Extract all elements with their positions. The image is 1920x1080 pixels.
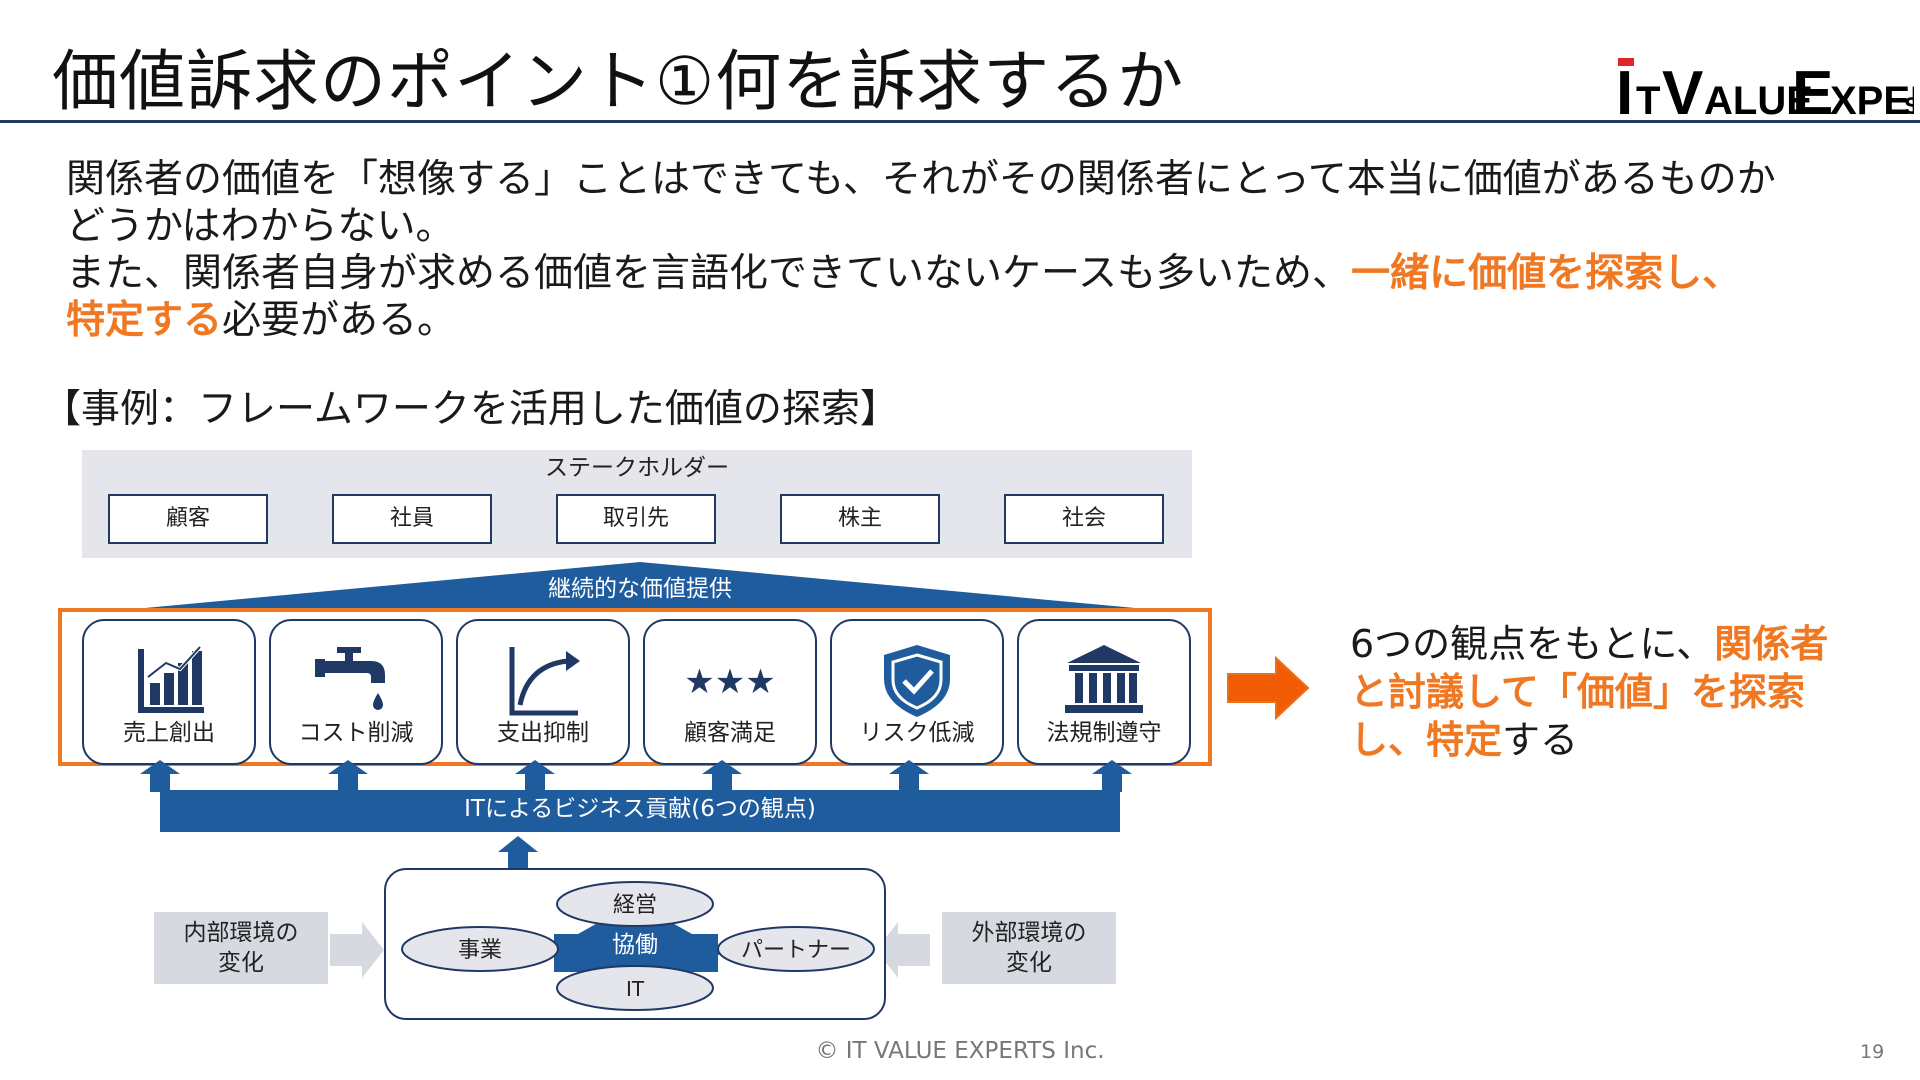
perspective-card: 売上創出 xyxy=(82,619,256,765)
svg-text:ALUE: ALUE xyxy=(1704,79,1813,122)
title-divider xyxy=(0,120,1920,123)
copyright-footer: © IT VALUE EXPERTS Inc. xyxy=(815,1038,1105,1064)
environment-arrows xyxy=(330,922,930,978)
intro-line-4: 特定する必要がある。 xyxy=(66,297,456,344)
bar-chart-icon xyxy=(138,645,204,713)
shield-check-icon xyxy=(884,645,950,717)
stakeholder-title: ステークホルダー xyxy=(545,455,729,481)
intro-line-1: 関係者の価値を「想像する」ことはできても、それがその関係者にとって本当に価値があ… xyxy=(66,157,1776,202)
svg-text:S: S xyxy=(1904,93,1914,120)
hub-center-label: 協働 xyxy=(612,932,658,958)
stars-icon: ★★★ xyxy=(684,662,775,702)
internal-environment-box: 内部環境の変化 xyxy=(154,912,328,984)
perspective-label: 支出抑制 xyxy=(497,720,589,746)
conclusion-highlight-3: し、特定 xyxy=(1350,718,1503,762)
perspective-label: 売上創出 xyxy=(123,720,215,746)
stakeholder-box: 株主 xyxy=(780,494,940,544)
stakeholder-box: 社員 xyxy=(332,494,492,544)
external-env-line-1: 外部環境の xyxy=(971,920,1087,946)
perspective-label: リスク低減 xyxy=(859,720,975,746)
perspective-label: 顧客満足 xyxy=(684,720,776,746)
conclusion-highlight-1: 関係者 xyxy=(1714,622,1829,666)
roof-label: 継続的な価値提供 xyxy=(548,576,732,602)
curve-arrow-icon xyxy=(509,647,580,716)
stakeholder-box: 社会 xyxy=(1004,494,1164,544)
conclusion-highlight-2: と討議して「価値」を探索 xyxy=(1350,670,1805,714)
hub-bottom-label: IT xyxy=(626,977,645,1001)
conclusion-line-3-text: する xyxy=(1502,718,1579,762)
perspective-card: 法規制遵守 xyxy=(1017,619,1191,765)
intro-line-4-text: 必要がある。 xyxy=(222,298,457,343)
hub-top-label: 経営 xyxy=(613,893,657,918)
intro-highlight-identify: 特定する xyxy=(66,298,223,343)
svg-text:T: T xyxy=(1636,79,1660,122)
company-logo: I T V ALUE E XPERT S xyxy=(1616,58,1914,122)
stakeholder-box: 取引先 xyxy=(556,494,716,544)
contribution-label: ITによるビジネス貢献(6つの観点) xyxy=(464,796,816,822)
bank-icon xyxy=(1065,645,1143,713)
perspective-card: 支出抑制 xyxy=(456,619,630,765)
conclusion-text: 6つの観点をもとに、関係者 と討議して「価値」を探索 し、特定する xyxy=(1350,620,1828,764)
perspective-label: 法規制遵守 xyxy=(1046,720,1162,746)
external-environment-box: 外部環境の変化 xyxy=(942,912,1116,984)
perspectives-frame xyxy=(58,608,1212,766)
conclusion-line-1-text: 6つの観点をもとに、 xyxy=(1350,622,1715,666)
faucet-icon xyxy=(315,647,385,710)
perspective-card: リスク低減 xyxy=(830,619,1004,765)
intro-line-3-text: また、関係者自身が求める価値を言語化できていないケースも多いため、 xyxy=(66,251,1352,296)
svg-text:I: I xyxy=(1616,59,1633,122)
page-number: 19 xyxy=(1860,1041,1885,1063)
external-env-line-2: 変化 xyxy=(1006,950,1052,976)
intro-highlight-explore: 一緒に価値を探索し、 xyxy=(1351,251,1742,296)
collaboration-hub: 協働 経営 事業 パートナー IT xyxy=(401,881,875,1011)
svg-text:XPERT: XPERT xyxy=(1830,79,1914,122)
internal-env-line-2: 変化 xyxy=(218,950,264,976)
perspective-card: ★★★ 顧客満足 xyxy=(643,619,817,765)
example-heading: 【事例：フレームワークを活用した価値の探索】 xyxy=(42,387,899,432)
hub-left-label: 事業 xyxy=(458,938,502,963)
right-arrow-icon xyxy=(1227,656,1310,720)
roof-triangle xyxy=(145,562,1135,608)
svg-text:★★★: ★★★ xyxy=(684,662,775,702)
hub-right-label: パートナー xyxy=(741,938,851,963)
slide-title: 価値訴求のポイント①何を訴求するか xyxy=(52,43,1185,120)
svg-text:E: E xyxy=(1792,59,1833,122)
stakeholder-box: 顧客 xyxy=(108,494,268,544)
svg-text:V: V xyxy=(1662,59,1703,122)
perspective-card: コスト削減 xyxy=(269,619,443,765)
internal-env-line-1: 内部環境の xyxy=(183,920,299,946)
intro-line-3: また、関係者自身が求める価値を言語化できていないケースも多いため、一緒に価値を探… xyxy=(66,250,1741,297)
intro-line-2: どうかはわからない。 xyxy=(66,204,455,249)
perspective-label: コスト削減 xyxy=(298,720,414,746)
contribution-bar xyxy=(140,760,1132,880)
